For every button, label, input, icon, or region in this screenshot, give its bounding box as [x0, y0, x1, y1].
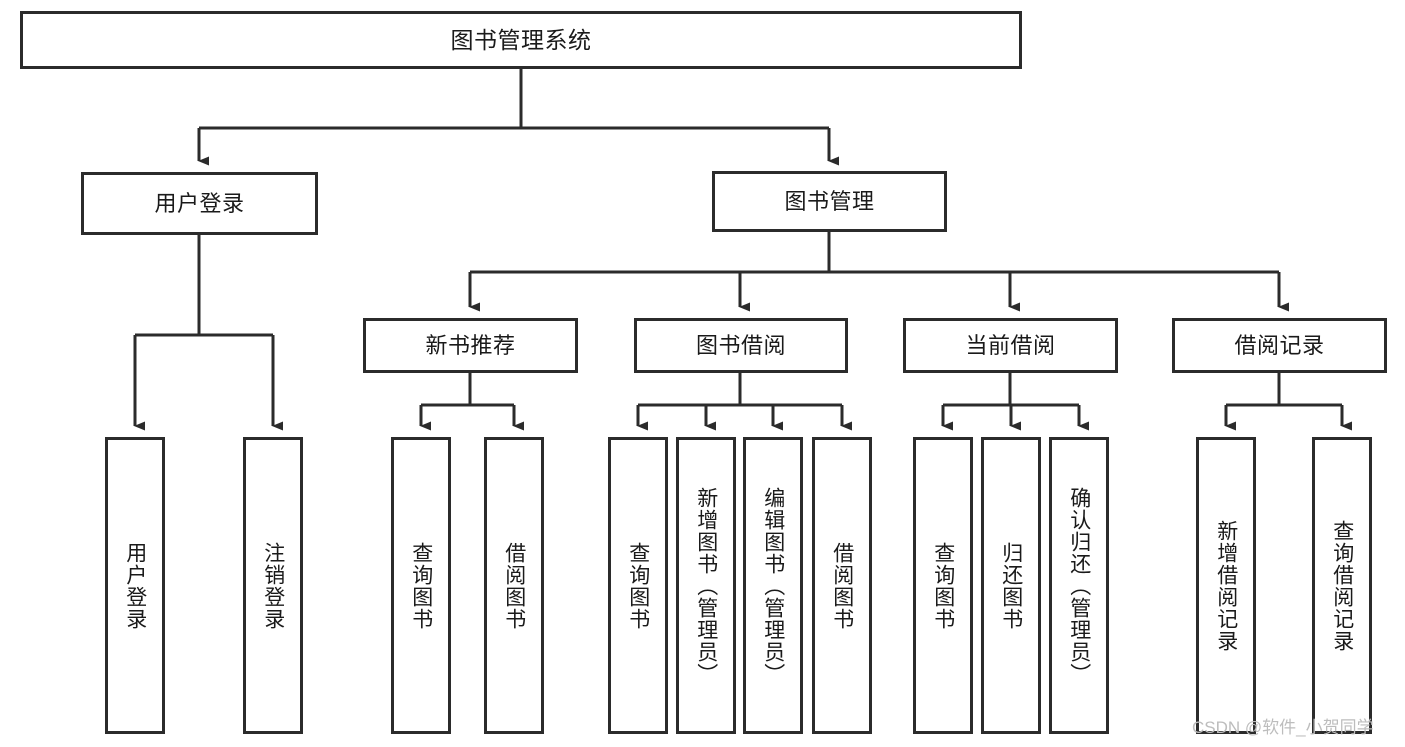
node-box-3-12-查询借阅记录[interactable]: 查询借阅记录 [1312, 437, 1372, 734]
node-label: 新增借阅记录 [1214, 519, 1238, 652]
node-box-3-0-用户登录[interactable]: 用户登录 [105, 437, 165, 734]
node-label: 用户登录 [154, 190, 245, 216]
connector-lines [133, 69, 1352, 431]
node-box-3-7-借阅图书[interactable]: 借阅图书 [812, 437, 872, 734]
node-box-3-9-归还图书[interactable]: 归还图书 [981, 437, 1041, 734]
node-label: 编辑图书（管理员） [761, 486, 785, 685]
node-label: 确认归还（管理员） [1067, 486, 1091, 685]
node-label: 图书借阅 [695, 332, 786, 358]
node-label: 当前借阅 [965, 332, 1056, 358]
node-label: 借阅图书 [830, 541, 854, 630]
node-label: 新增图书（管理员） [694, 486, 718, 685]
node-box-3-3-借阅图书[interactable]: 借阅图书 [484, 437, 544, 734]
node-box-0-0-图书管理系统[interactable]: 图书管理系统 [20, 11, 1022, 69]
node-label: 归还图书 [999, 541, 1023, 630]
node-box-1-1-图书管理[interactable]: 图书管理 [712, 171, 947, 232]
node-box-3-4-查询图书[interactable]: 查询图书 [608, 437, 668, 734]
node-label: 图书管理系统 [450, 26, 592, 53]
node-box-3-11-新增借阅记录[interactable]: 新增借阅记录 [1196, 437, 1256, 734]
node-label: 新书推荐 [425, 332, 516, 358]
node-box-2-1-图书借阅[interactable]: 图书借阅 [634, 318, 848, 373]
node-label: 用户登录 [123, 541, 147, 630]
node-box-2-0-新书推荐[interactable]: 新书推荐 [363, 318, 578, 373]
node-label: 注销登录 [261, 541, 285, 630]
node-box-3-1-注销登录[interactable]: 注销登录 [243, 437, 303, 734]
node-box-3-10-确认归还管理员[interactable]: 确认归还（管理员） [1049, 437, 1109, 734]
node-label: 查询图书 [409, 541, 433, 630]
node-label: 借阅图书 [502, 541, 526, 630]
node-label: 图书管理 [784, 188, 875, 214]
node-box-1-0-用户登录[interactable]: 用户登录 [81, 172, 318, 235]
node-label: 查询借阅记录 [1330, 519, 1354, 652]
node-box-2-2-当前借阅[interactable]: 当前借阅 [903, 318, 1118, 373]
node-label: 借阅记录 [1234, 332, 1325, 358]
node-box-3-8-查询图书[interactable]: 查询图书 [913, 437, 973, 734]
node-box-3-2-查询图书[interactable]: 查询图书 [391, 437, 451, 734]
node-label: 查询图书 [931, 541, 955, 630]
node-label: 查询图书 [626, 541, 650, 630]
node-box-3-6-编辑图书管理员[interactable]: 编辑图书（管理员） [743, 437, 803, 734]
node-box-3-5-新增图书管理员[interactable]: 新增图书（管理员） [676, 437, 736, 734]
node-box-2-3-借阅记录[interactable]: 借阅记录 [1172, 318, 1387, 373]
